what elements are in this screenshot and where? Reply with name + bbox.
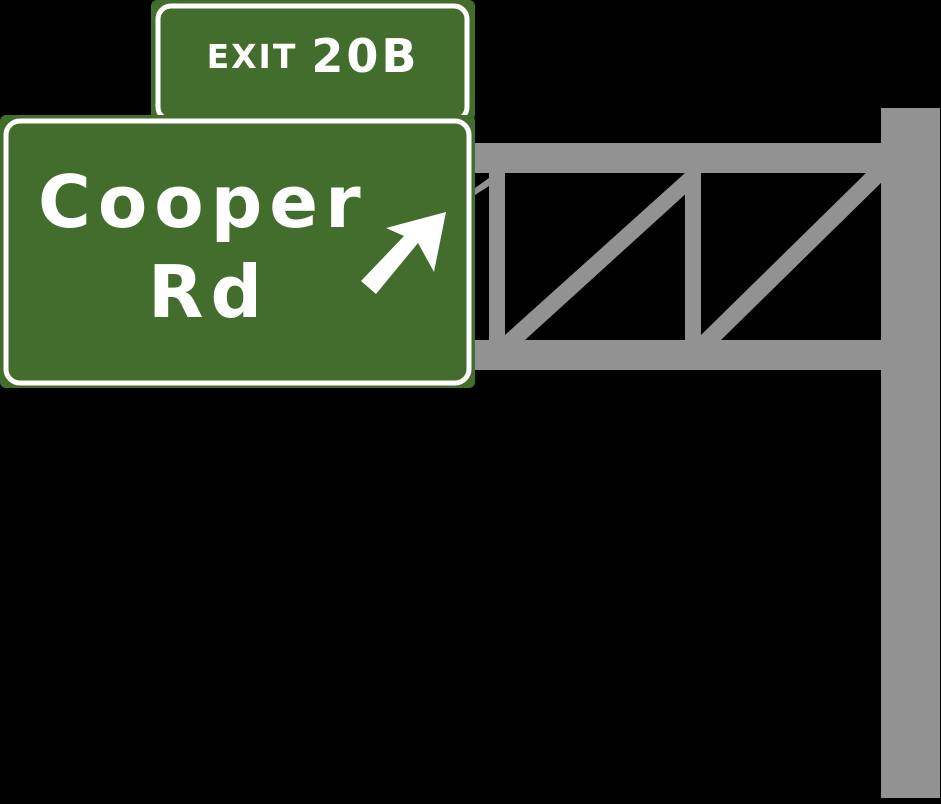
up-right-arrow-icon	[361, 212, 446, 294]
exit-tab-label: EXIT 20B	[151, 0, 475, 118]
truss-gantry	[470, 108, 940, 798]
truss-vertical-left	[489, 170, 505, 342]
truss-top-chord	[470, 143, 885, 173]
main-guide-sign	[0, 115, 475, 388]
exit-number: 20B	[311, 29, 420, 83]
truss-vertical-middle	[685, 170, 701, 342]
support-post	[881, 108, 940, 798]
destination-line-2: Rd	[148, 250, 269, 334]
truss-bottom-chord	[470, 340, 885, 370]
truss-diagonal-stub	[475, 178, 489, 195]
destination-line-1: Cooper	[38, 160, 368, 244]
truss-diagonal-2	[701, 173, 884, 340]
truss-diagonal-1	[505, 173, 701, 340]
exit-word: EXIT	[206, 36, 298, 76]
